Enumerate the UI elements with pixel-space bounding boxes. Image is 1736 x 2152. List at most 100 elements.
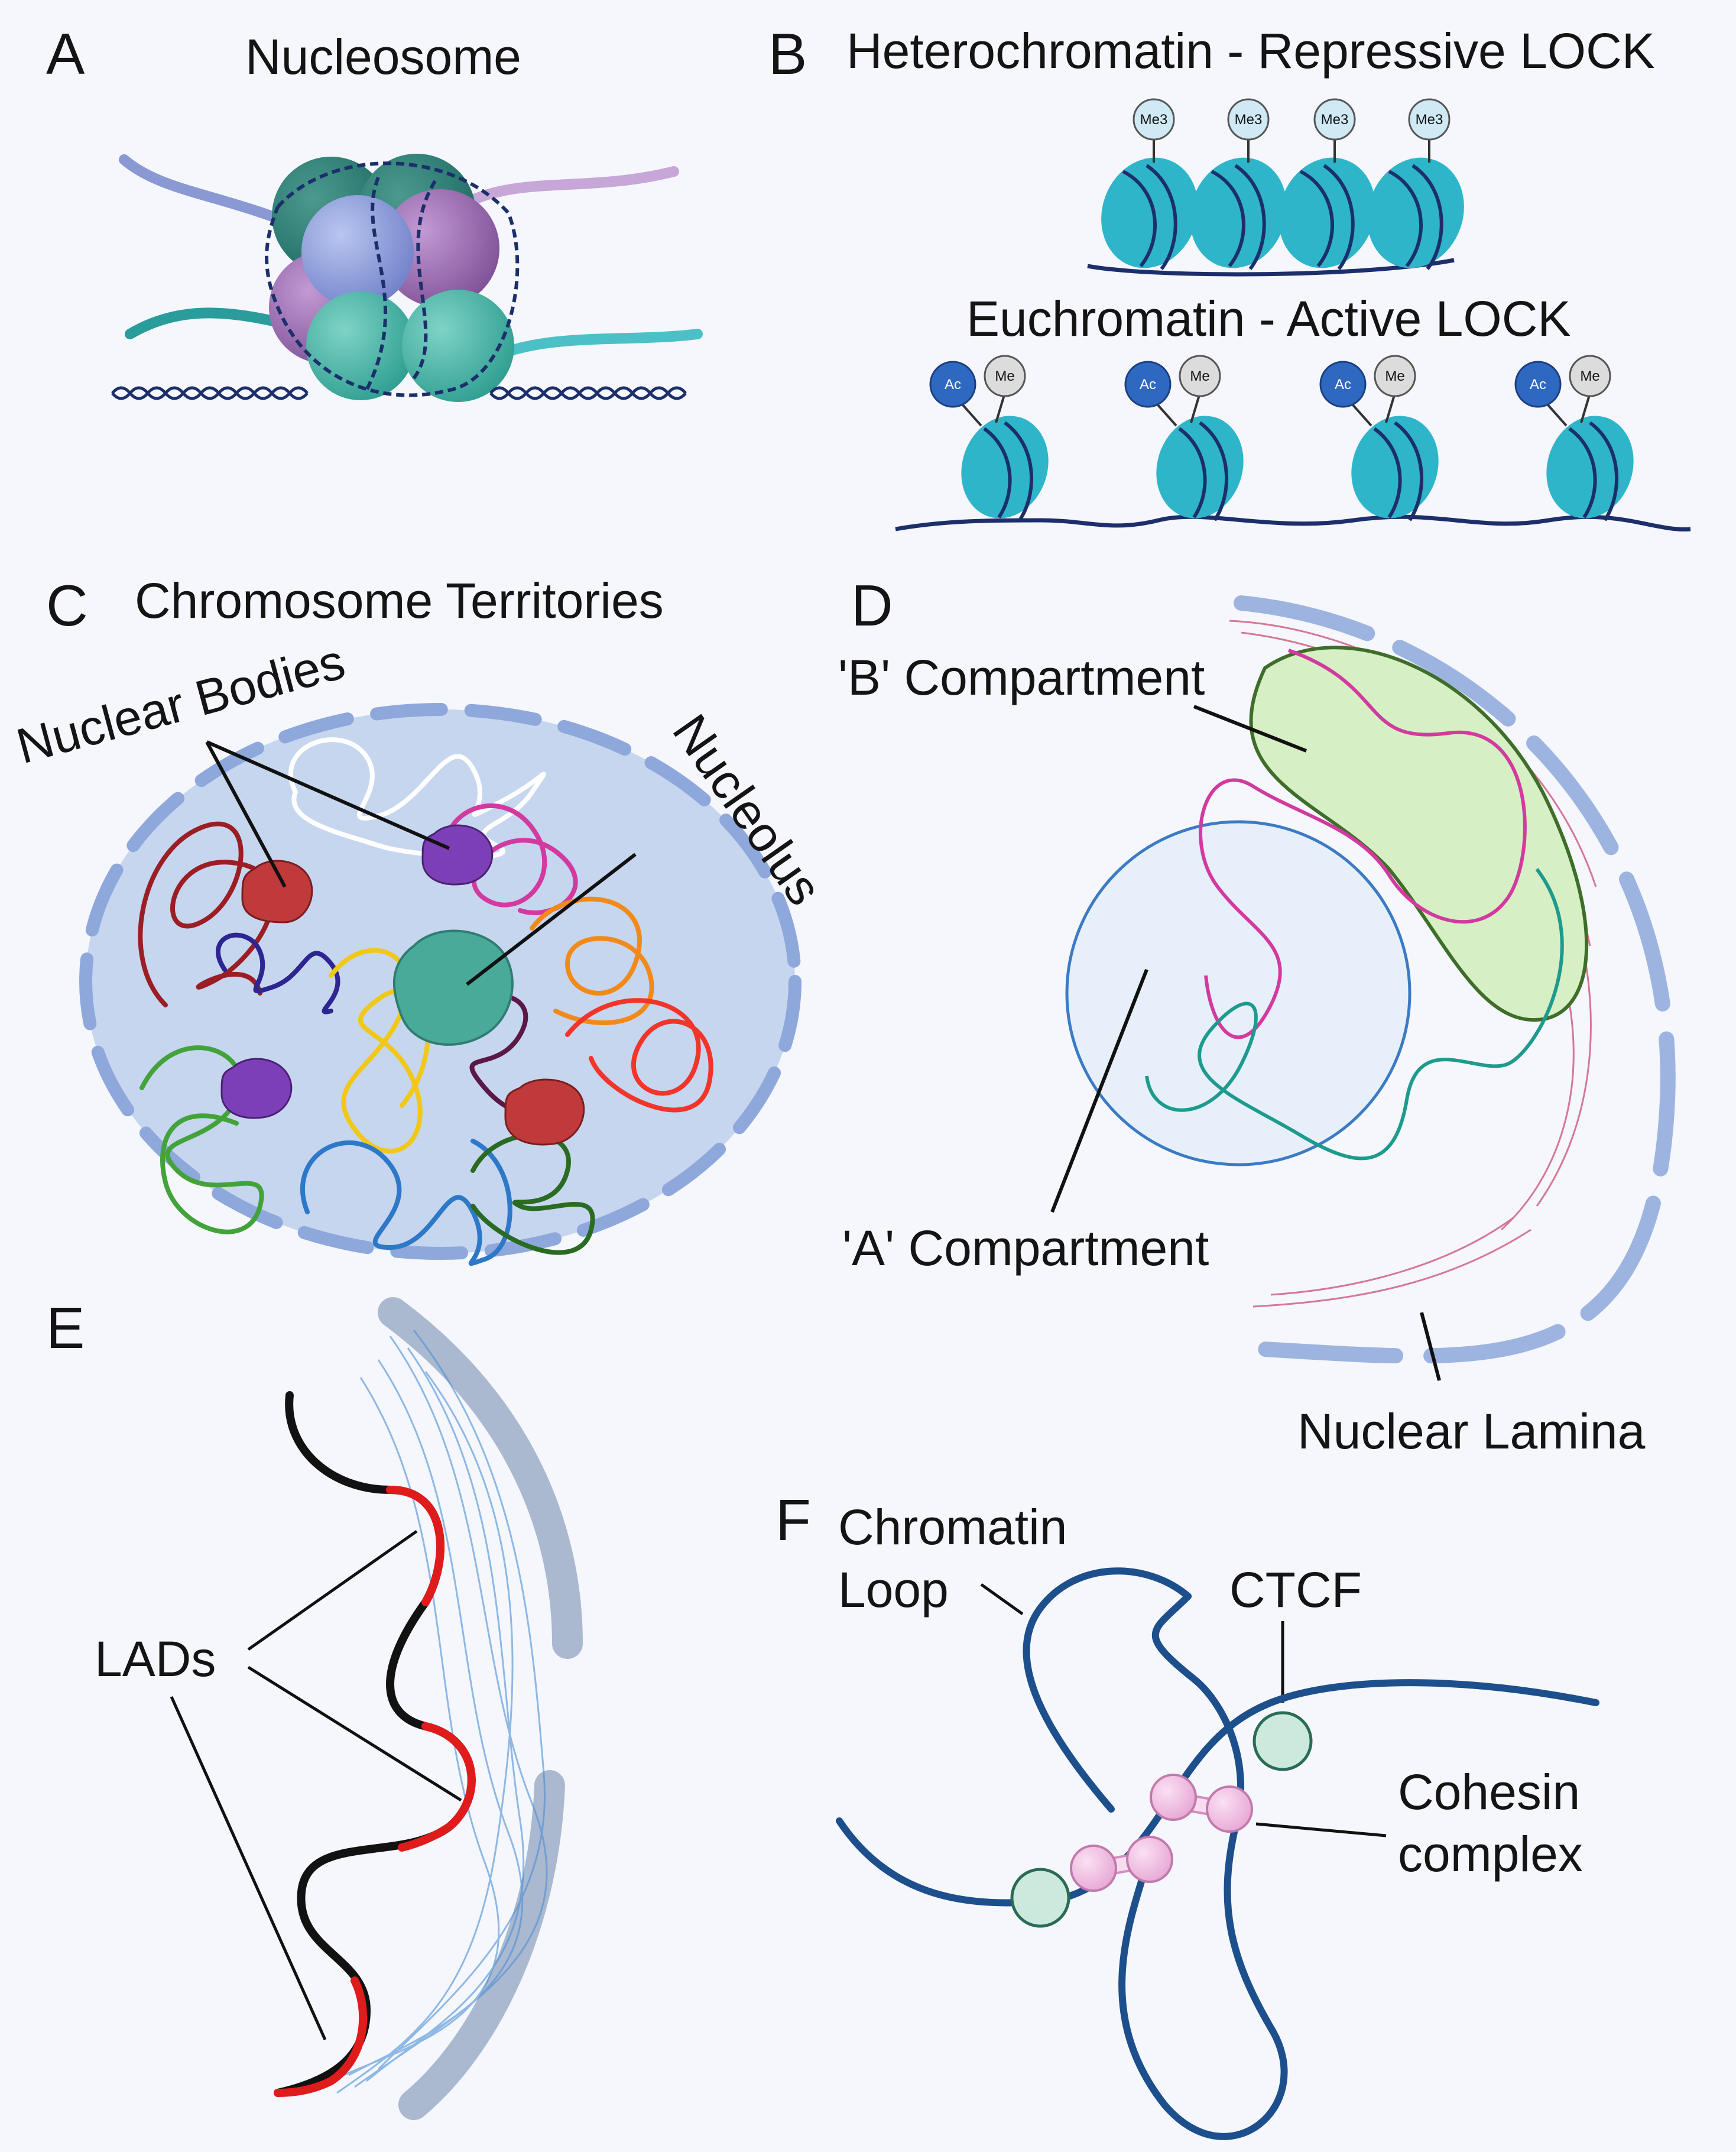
euchromatin-title: Euchromatin - Active LOCK xyxy=(966,291,1570,346)
nuclear-lamina-label: Nuclear Lamina xyxy=(1297,1404,1646,1459)
nuclear-body-red xyxy=(504,1078,585,1146)
panel-c-title: Chromosome Territories xyxy=(135,573,664,628)
me3-mark: Me3 xyxy=(1313,98,1356,163)
me3-mark: Me3 xyxy=(1133,98,1175,163)
a-compartment xyxy=(1065,820,1411,1166)
nuclear-body-red xyxy=(241,860,313,923)
callout-line xyxy=(1420,1312,1441,1381)
panel-c: C Chromosome Territories Nuclear Bodies xyxy=(11,573,833,1266)
nucleosome xyxy=(1351,416,1439,521)
ctcf-protein xyxy=(1252,1711,1313,1771)
me-label: Me xyxy=(1190,368,1209,384)
panel-f: F Chromatin Loop CTCF Cohesin complex xyxy=(775,1487,1599,2140)
chromatin-loop-label-line1: Chromatin xyxy=(838,1499,1067,1555)
lads-label: LADs xyxy=(95,1631,216,1687)
ac-me-marks: Ac Me xyxy=(929,355,1026,427)
nuclear-envelope xyxy=(79,703,802,1260)
ctcf-label: CTCF xyxy=(1229,1562,1362,1618)
lad-segment xyxy=(398,1722,476,1852)
cohesin-label-line1: Cohesin xyxy=(1398,1764,1580,1820)
wrapped-dna xyxy=(265,161,520,397)
nuclear-lamina-arc xyxy=(1234,595,1676,1364)
territory-red xyxy=(565,998,713,1113)
nuclear-body-purple xyxy=(220,1058,293,1119)
nucleosome xyxy=(1367,157,1464,270)
wrapped-dna xyxy=(412,176,439,380)
histone-core xyxy=(306,291,415,400)
me3-label: Me3 xyxy=(1416,112,1443,128)
ac-me-marks: Ac Me xyxy=(1319,355,1416,427)
callout-line xyxy=(466,853,637,986)
panel-b: B Heterochromatin - Repressive LOCK Euch… xyxy=(768,21,1691,531)
ctcf-protein xyxy=(1010,1868,1070,1928)
nucleosome xyxy=(1190,157,1287,270)
callout-line xyxy=(1255,1822,1387,1837)
lamin-fibers xyxy=(330,1330,548,2094)
ac-label: Ac xyxy=(1335,377,1351,393)
histone-core xyxy=(381,189,499,307)
linker-dna xyxy=(111,386,309,400)
euchromatin-dna xyxy=(895,514,1691,531)
teal-chromatin-fiber xyxy=(1145,868,1564,1161)
panel-f-letter: F xyxy=(775,1487,811,1553)
cohesin-label-line2: complex xyxy=(1398,1826,1583,1882)
callout-line xyxy=(247,1665,462,1802)
linker-dna xyxy=(111,386,309,400)
nuclear-body-purple xyxy=(421,824,494,886)
me3-mark: Me3 xyxy=(1227,98,1270,163)
b-compartment-label: 'B' Compartment xyxy=(838,650,1205,705)
panel-a: A Nucleosome xyxy=(46,21,703,402)
me3-label: Me3 xyxy=(1321,112,1349,128)
lad-segment xyxy=(274,1976,368,2097)
nucleosome xyxy=(1101,157,1198,270)
cohesin-complex xyxy=(1150,1774,1253,1833)
callout-line xyxy=(205,741,287,888)
ac-label: Ac xyxy=(1530,377,1546,393)
me-label: Me xyxy=(1385,368,1404,384)
nucleosome xyxy=(961,416,1049,521)
territory-darkred xyxy=(138,821,275,1007)
me3-label: Me3 xyxy=(1235,112,1263,128)
panel-d-letter: D xyxy=(851,573,893,638)
chromatin-fiber xyxy=(274,1391,476,2097)
nucleosome-illustration xyxy=(111,154,703,402)
panel-a-title: Nucleosome xyxy=(245,29,521,85)
ac-label: Ac xyxy=(945,377,961,393)
panel-d: D 'B' Compartment 'A' Compartment Nuclea… xyxy=(838,573,1676,1459)
nucleosome xyxy=(1279,157,1375,270)
lamina-bar-upper xyxy=(378,1297,583,1659)
callout-line xyxy=(1050,968,1148,1213)
me3-label: Me3 xyxy=(1140,112,1168,128)
euchromatin-array: Ac Me Ac Me Ac Me xyxy=(895,355,1691,531)
a-compartment-label: 'A' Compartment xyxy=(842,1220,1209,1276)
lad-segment xyxy=(386,1486,444,1606)
heterochromatin-title: Heterochromatin - Repressive LOCK xyxy=(846,23,1655,79)
territory-navy xyxy=(215,932,340,1015)
nucleolus xyxy=(392,929,514,1046)
ac-me-marks: Ac Me xyxy=(1124,355,1221,427)
heterochromatin-array: Me3 Me3 Me3 Me3 xyxy=(1087,98,1464,277)
histone-core xyxy=(402,290,514,402)
callout-line xyxy=(206,740,450,850)
panel-b-letter: B xyxy=(768,21,807,86)
linker-dna xyxy=(489,386,687,400)
chromatin-loop xyxy=(1023,1567,1192,1813)
ac-me-marks: Ac Me xyxy=(1514,355,1611,427)
territory-orange xyxy=(530,896,654,1025)
panel-e-letter: E xyxy=(46,1295,85,1360)
me3-mark: Me3 xyxy=(1408,98,1451,163)
histone-tail xyxy=(479,329,703,366)
panel-e: E LADs xyxy=(46,1295,583,2120)
wrapped-dna xyxy=(365,176,387,391)
panel-c-letter: C xyxy=(46,573,88,638)
callout-line xyxy=(980,1583,1024,1616)
ac-label: Ac xyxy=(1140,377,1156,393)
callout-line xyxy=(247,1529,418,1651)
territory-blue xyxy=(300,1139,512,1266)
me-label: Me xyxy=(1580,368,1599,384)
nucleosome xyxy=(1156,416,1244,521)
me-label: Me xyxy=(995,368,1014,384)
callout-line xyxy=(170,1696,327,2041)
nucleosome xyxy=(1546,416,1634,521)
